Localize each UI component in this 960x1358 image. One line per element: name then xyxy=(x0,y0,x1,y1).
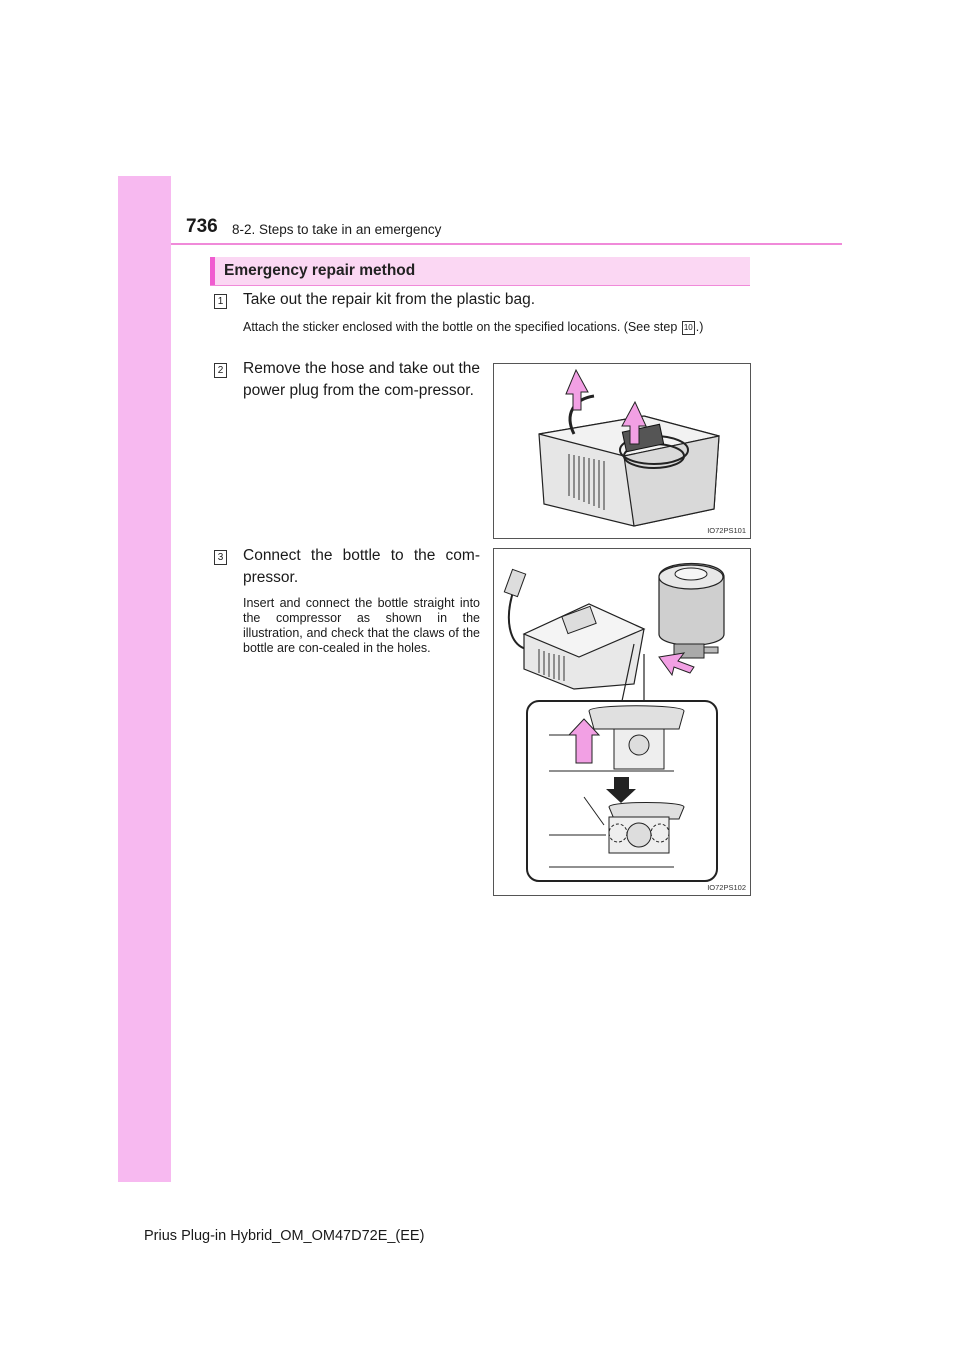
step-1-note-suffix: .) xyxy=(695,320,704,334)
figure-bottle-connection: IO72PS102 xyxy=(493,548,751,896)
footer-document-id: Prius Plug-in Hybrid_OM_OM47D72E_(EE) xyxy=(144,1228,425,1244)
header-divider xyxy=(171,243,842,245)
figure-code: IO72PS102 xyxy=(707,883,746,892)
step-3-note: Insert and connect the bottle straight i… xyxy=(243,596,480,655)
side-color-band xyxy=(118,176,171,1182)
step-number-2: 2 xyxy=(214,363,227,378)
heading-accent xyxy=(210,257,215,285)
step-1-text: Take out the repair kit from the plastic… xyxy=(243,291,536,308)
figure-compressor-unpacking: IO72PS101 xyxy=(493,363,751,539)
figure-code: IO72PS101 xyxy=(707,526,746,535)
step-number-3: 3 xyxy=(214,550,227,565)
page-number: 736 xyxy=(186,216,218,237)
step-1-note-text: Attach the sticker enclosed with the bot… xyxy=(243,320,678,334)
step-2-text: Remove the hose and take out the power p… xyxy=(243,360,480,399)
step-1-note: Attach the sticker enclosed with the bot… xyxy=(243,320,746,335)
step-ref-box: 10 xyxy=(681,320,695,335)
step-number-1: 1 xyxy=(214,294,227,309)
method-heading: Emergency repair method xyxy=(224,262,416,279)
bottle-connection-illustration xyxy=(503,563,725,882)
section-title: 8-2. Steps to take in an emergency xyxy=(232,222,442,237)
compressor-illustration xyxy=(538,368,720,527)
step-3-text: Connect the bottle to the com-pressor. xyxy=(243,547,480,586)
method-heading-bar: Emergency repair method xyxy=(210,257,750,286)
